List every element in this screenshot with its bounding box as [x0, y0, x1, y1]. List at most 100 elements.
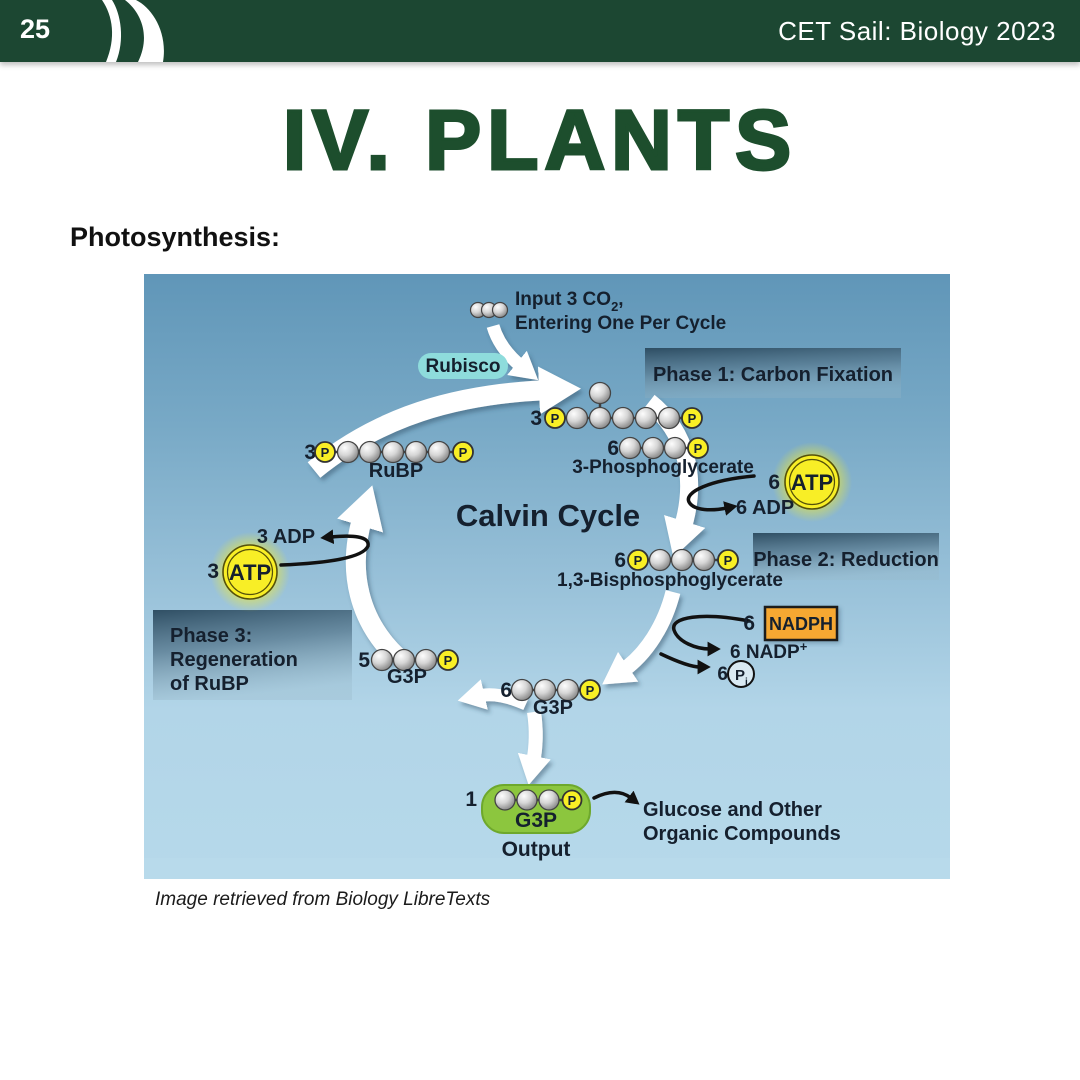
pi-letter: P	[735, 667, 745, 684]
g3p-bottom-label: G3P	[533, 697, 573, 719]
atp-inner-ring	[226, 548, 274, 596]
carbon-atom	[618, 436, 642, 460]
bpg-label: 1,3-Bisphosphoglycerate	[557, 570, 783, 591]
rubisco-label: Rubisco	[426, 356, 501, 377]
reaction-arrows	[279, 474, 756, 805]
atp-right: ATP 6	[768, 442, 852, 522]
atp-circle	[784, 454, 840, 510]
pi-subscript: i	[745, 677, 748, 688]
g3p-bottom-molecule: 6 P G3P	[500, 678, 601, 719]
co2-input-line2: Entering One Per Cycle	[515, 313, 726, 334]
atp-inner-ring	[788, 458, 836, 506]
nadph-box	[763, 605, 839, 642]
phosphate-p: P	[459, 445, 468, 460]
carbon-atom	[533, 678, 557, 702]
co2-text: Input 3 CO	[515, 289, 611, 310]
pi-circle	[727, 660, 755, 688]
rubp-molecule: 3 P P RuBP	[304, 440, 474, 482]
nadph-to-pi-arrow	[659, 652, 711, 675]
atp-circle	[222, 544, 278, 600]
header-bar: 25 CET Sail: Biology 2023	[0, 0, 1080, 62]
bpg-count: 6	[614, 549, 626, 572]
nadph-to-nadp-arrow	[672, 614, 751, 657]
pga-count: 6	[607, 437, 619, 460]
phase3-label: Phase 3: Regeneration of RuBP	[170, 625, 298, 695]
page-number: 25	[20, 14, 51, 44]
nadp-text: 6 NADP	[730, 642, 800, 663]
phosphate-circle	[544, 407, 566, 429]
pga-label: 3-Phosphoglycerate	[572, 457, 754, 478]
phosphate-circle	[314, 441, 336, 463]
phosphate-p: P	[688, 411, 697, 426]
carbon-atom	[404, 440, 428, 464]
rubp-label: RuBP	[369, 460, 423, 482]
carbon-atom	[692, 548, 716, 572]
phase3-line3: of RuBP	[170, 673, 249, 695]
regeneration-arrow	[337, 485, 405, 665]
g3p-bottom-count: 6	[500, 679, 512, 702]
phosphate-circle	[717, 549, 739, 571]
sail-small-blade	[102, 0, 122, 62]
g3p-left-count: 5	[358, 649, 370, 672]
output-to-glucose-arrow	[592, 790, 640, 805]
output-group: 1 P G3P Output Glucose and Other Organic…	[465, 784, 841, 861]
glucose-line1: Glucose and Other	[643, 799, 822, 821]
atp-left: ATP 3	[207, 532, 290, 612]
carbon-atom	[641, 436, 665, 460]
atp-left-count: 3	[207, 560, 219, 583]
adp-left-label: 3 ADP	[257, 526, 315, 548]
intermediate-count: 3	[530, 407, 542, 430]
calvin-cycle-diagram: Rubisco Phase 1: Carbon Fixation Phase 2…	[144, 274, 950, 879]
calvin-cycle-title: Calvin Cycle	[456, 498, 640, 533]
nadp-plus-label: 6 NADP+	[730, 639, 808, 663]
pi-label: Pi	[735, 667, 748, 688]
carbon-atom	[358, 440, 382, 464]
diagram-bottom-band	[144, 858, 950, 879]
g3p-to-output-arrow	[517, 710, 551, 785]
co2-subscript: 2	[611, 299, 618, 314]
phosphate-circle	[452, 441, 474, 463]
phosphate-circle	[437, 649, 459, 671]
phase-boxes	[153, 348, 939, 700]
rubisco-box	[418, 353, 508, 379]
phosphate-circle	[627, 549, 649, 571]
phosphate-circle	[561, 789, 583, 811]
co2-input: Input 3 CO2, Entering One Per Cycle	[469, 289, 726, 334]
phase3-line1: Phase 3:	[170, 625, 252, 647]
phosphate-p: P	[321, 445, 330, 460]
phosphate-p: P	[551, 411, 560, 426]
carbon-atom	[494, 789, 516, 811]
co2-input-line1: Input 3 CO2,	[515, 289, 624, 314]
phosphate-p: P	[586, 683, 595, 698]
phosphate-p: P	[568, 793, 577, 808]
carbon-atom	[392, 648, 416, 672]
section-label: Photosynthesis:	[70, 222, 281, 252]
carbon-atom	[657, 406, 681, 430]
co2-sphere	[491, 301, 509, 319]
carbon-atom	[588, 406, 612, 430]
phosphate-p: P	[724, 553, 733, 568]
carbon-atom	[565, 406, 589, 430]
atp-to-adp-left-arrow	[279, 529, 370, 567]
carbon-atom	[370, 648, 394, 672]
header-brand-title: CET Sail: Biology 2023	[778, 16, 1056, 46]
pi-count: 6	[717, 664, 728, 685]
output-count: 1	[465, 788, 477, 811]
carbon-atom	[648, 548, 672, 572]
nadph-count: 6	[743, 612, 755, 635]
phase1-box	[645, 348, 901, 398]
sail-logo-icon	[102, 0, 164, 62]
carbon-atom	[588, 381, 612, 405]
atp-to-adp-right-arrow	[686, 474, 756, 516]
output-label: Output	[502, 838, 571, 861]
carbon-atom	[611, 406, 635, 430]
bisphosphoglycerate-molecule: 6 P P 1,3-Bisphosphoglycerate	[557, 548, 783, 591]
glucose-line2: Organic Compounds	[643, 823, 841, 845]
rubp-count: 3	[304, 441, 316, 464]
carbon-atom	[634, 406, 658, 430]
phosphate-p: P	[694, 441, 703, 456]
phosphoglycerate-molecule: 6 P 3-Phosphoglycerate	[572, 436, 754, 478]
atp-right-label: ATP	[791, 470, 833, 495]
phosphate-circle	[687, 437, 709, 459]
